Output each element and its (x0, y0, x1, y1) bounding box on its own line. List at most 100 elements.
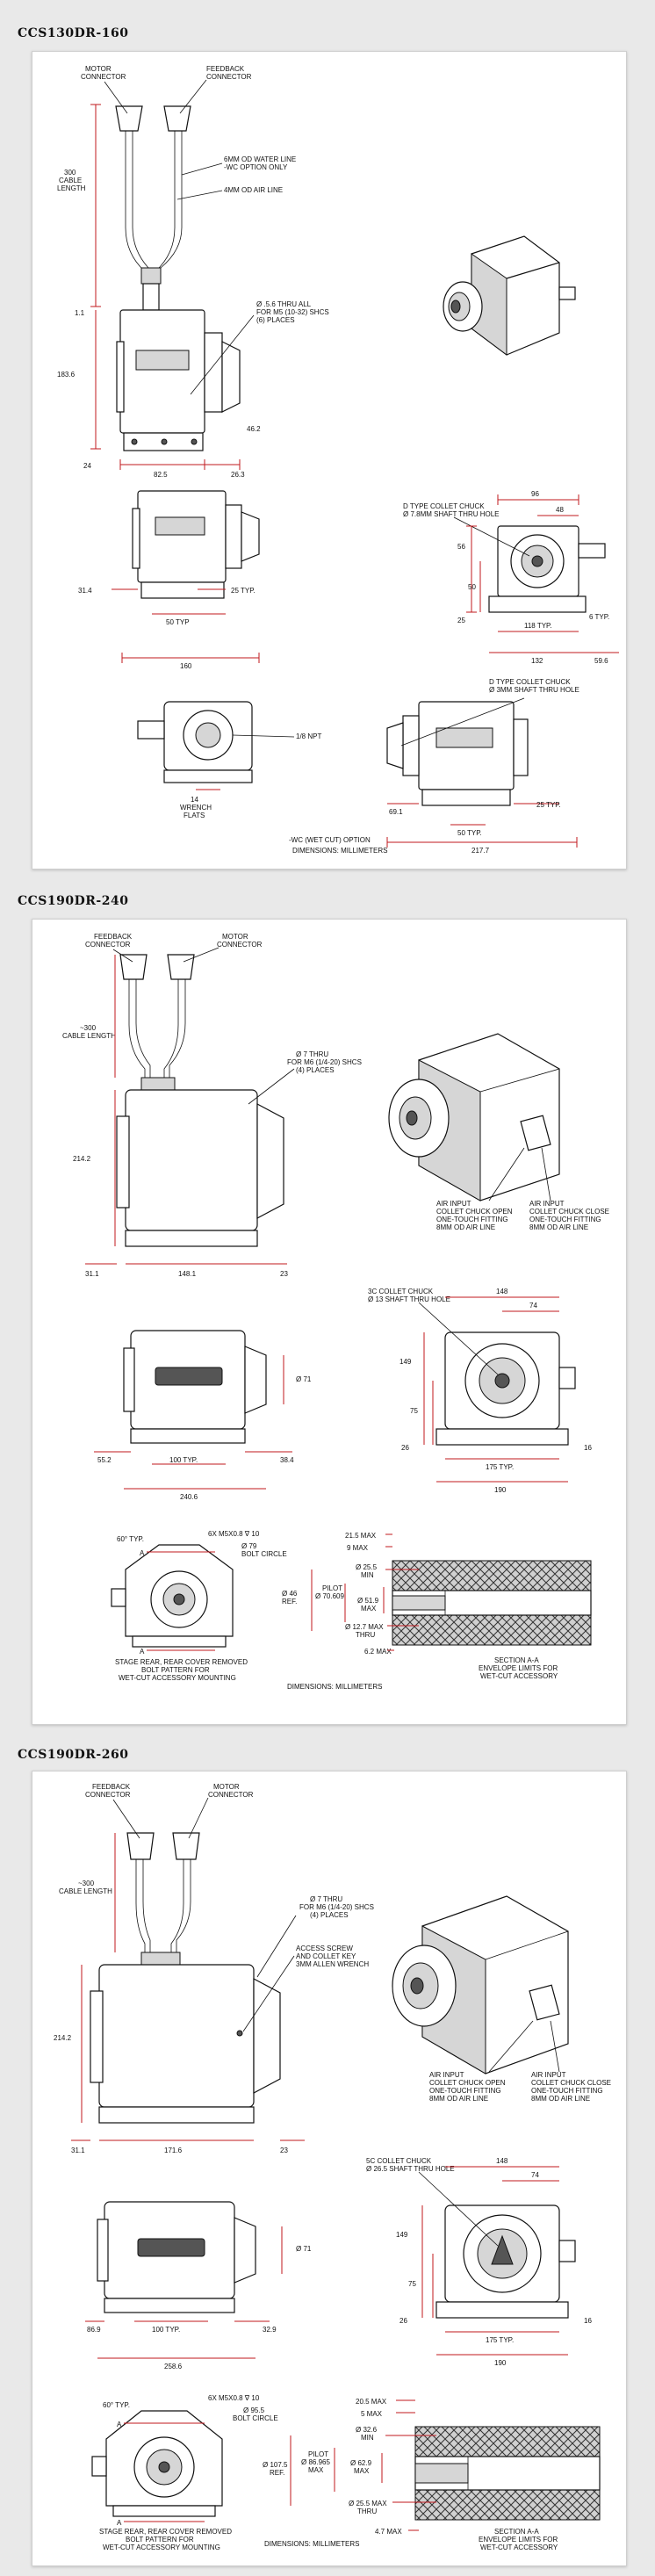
label-dim-6typ: 6 TYP. (589, 613, 609, 621)
label-dim-175typ: 175 TYP. (486, 1463, 514, 1471)
side-view-2 (97, 2201, 256, 2313)
label-dim-74: 74 (529, 1302, 537, 1310)
label-dim-118typ: 118 TYP. (524, 622, 552, 630)
label-dim-190: 190 (494, 1486, 507, 1494)
stage-rear-view (91, 2410, 223, 2517)
label-dim-240-6: 240.6 (180, 1493, 198, 1501)
label-mark-a-top: A (140, 1549, 145, 1557)
label-dim-59-6: 59.6 (594, 657, 608, 665)
label-dim-20-5: 20.5 MAX (356, 2398, 387, 2406)
stage-rear-view (111, 1544, 234, 1648)
label-dim-4-7: 4.7 MAX (375, 2528, 402, 2536)
label-dim-96: 96 (531, 490, 539, 498)
label-dim-56: 56 (457, 543, 465, 551)
label-dim-175typ: 175 TYP. (486, 2336, 514, 2344)
label-dim-69-1: 69.1 (389, 808, 403, 816)
label-dim-16: 16 (584, 2317, 592, 2325)
label-wc-option: -WC (WET CUT) OPTION (289, 836, 371, 844)
label-dim-100typ: 100 TYP. (152, 2326, 180, 2334)
label-dim-5max: 5 MAX (361, 2410, 383, 2418)
label-npt: 1/8 NPT (296, 732, 321, 740)
front-view-right (435, 1331, 576, 1446)
label-dim-23: 23 (280, 1270, 288, 1278)
label-bolt: 6X M5X0.8 ∇ 10 (208, 2394, 260, 2402)
label-dim-25typ: 25 TYP. (231, 587, 256, 595)
label-dim-31-1: 31.1 (71, 2147, 85, 2154)
label-dim-23: 23 (280, 2147, 288, 2154)
side-view-body (116, 309, 241, 451)
label-dim-16: 16 (584, 1444, 592, 1452)
isometric-view (388, 1033, 560, 1201)
label-dim-190: 190 (494, 2359, 507, 2367)
label-dim-48: 48 (556, 506, 564, 514)
front-view-right (435, 2204, 576, 2319)
label-dim-26: 26 (399, 2317, 407, 2325)
label-dim-149: 149 (399, 1358, 412, 1366)
label-dim-46-2: 46.2 (247, 425, 261, 433)
rear-view (137, 701, 253, 783)
label-dim-31-4: 31.4 (78, 587, 92, 595)
label-dim-55-2: 55.2 (97, 1456, 112, 1464)
label-60-typ: 60° TYP. (103, 2401, 130, 2409)
label-dim-160: 160 (180, 662, 192, 670)
label-dim-26-3: 26.3 (231, 471, 245, 479)
isometric-view (443, 235, 576, 356)
label-bolt: 6X M5X0.8 ∇ 10 (208, 1530, 260, 1538)
section-title-ccs190dr-240: CCS190DR-240 (18, 894, 129, 908)
isometric-view (392, 1895, 569, 2075)
label-dim-75: 75 (410, 1407, 418, 1415)
label-dim-31-1: 31.1 (85, 1270, 99, 1278)
label-dim-50: 50 (468, 583, 476, 591)
label-air-line: 4MM OD AIR LINE (224, 186, 283, 194)
label-dim-74: 74 (531, 2171, 539, 2179)
label-dim-24: 24 (83, 462, 91, 470)
side-view-2 (123, 1330, 267, 1444)
section-title-ccs190dr-260: CCS190DR-260 (18, 1748, 129, 1762)
label-water-line: 6MM OD WATER LINE-WC OPTION ONLY (224, 155, 296, 171)
label-dim-71: Ø 71 (296, 1375, 312, 1383)
side-view-body (90, 1964, 281, 2124)
label-dim-100typ: 100 TYP. (169, 1456, 198, 1464)
label-dim-32-9: 32.9 (263, 2326, 277, 2334)
label-mark-a-bottom: A (140, 1648, 145, 1656)
label-dim-50typ-2: 50 TYP. (457, 829, 482, 837)
label-dim-132: 132 (531, 657, 543, 665)
label-dim-171-6: 171.6 (164, 2147, 183, 2154)
label-dim-6-2: 6.2 MAX (364, 1648, 392, 1656)
label-dim-75: 75 (408, 2280, 416, 2288)
